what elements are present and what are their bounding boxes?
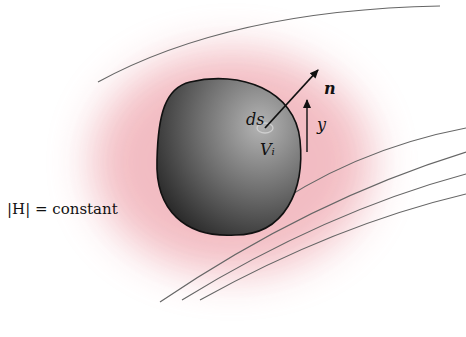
- y-axis-arrow: [306, 100, 307, 152]
- body-label: Vᵢ: [260, 141, 275, 159]
- body-outline: [157, 79, 301, 236]
- body-shape: [150, 75, 310, 240]
- surface-element-label: ds: [246, 111, 264, 129]
- body-region: dsVᵢ: [150, 75, 310, 240]
- field-line: [98, 6, 440, 82]
- normal-arrow: [265, 70, 318, 128]
- axis-label: y: [317, 116, 326, 134]
- pink-region: [92, 50, 372, 274]
- normal-label: n: [324, 80, 336, 98]
- field-condition: |H| = constant: [7, 201, 118, 218]
